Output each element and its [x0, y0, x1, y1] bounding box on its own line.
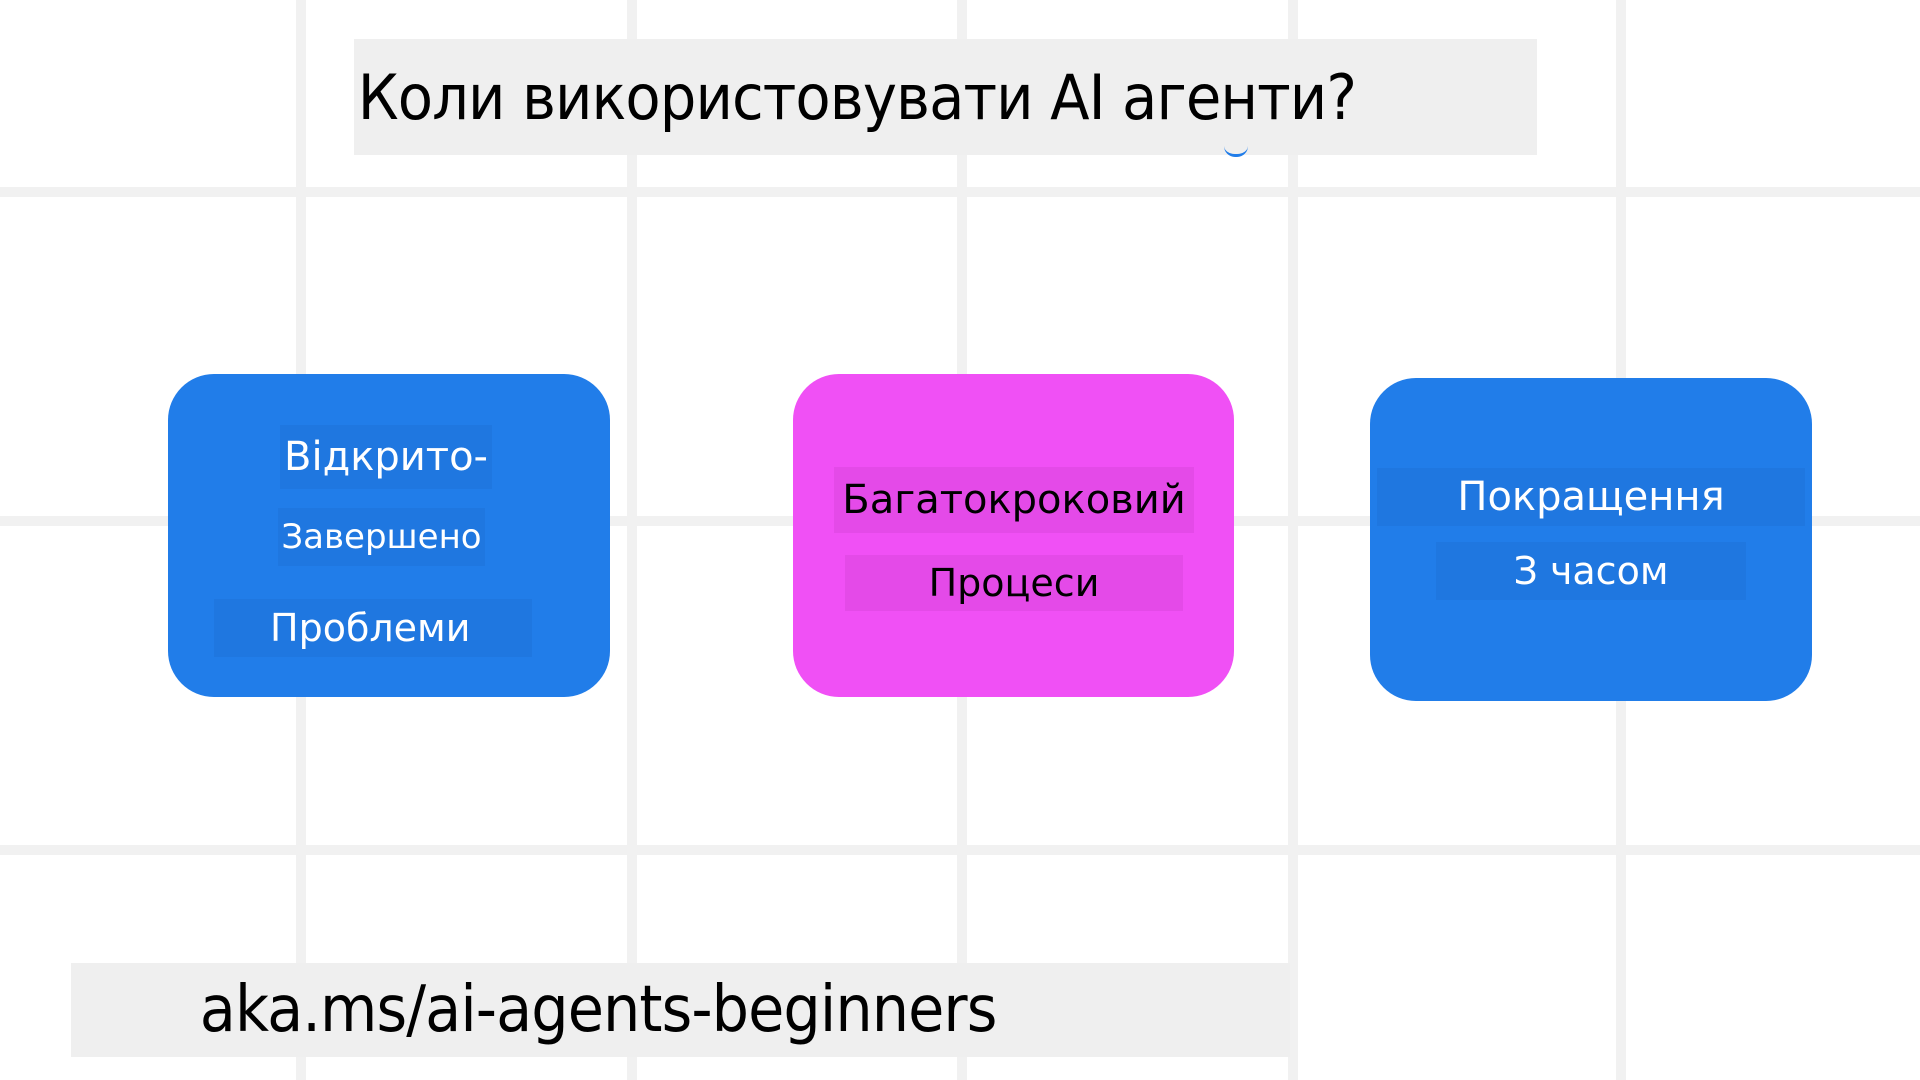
slide-title-box: Коли використовувати AI агенти? — [354, 39, 1537, 155]
grid-line — [0, 187, 1920, 197]
footer-link[interactable]: aka.ms/ai-agents-beginners — [199, 973, 998, 1047]
slide-title: Коли використовувати AI агенти? — [357, 60, 1357, 134]
grid-line — [1288, 0, 1298, 1080]
card-line: Процеси — [845, 555, 1183, 611]
decorative-arc — [1224, 146, 1248, 157]
card-improve-over-time: Покращення З часом — [1370, 378, 1812, 701]
card-line: Завершено — [278, 508, 485, 566]
grid-line — [0, 845, 1920, 855]
card-line: Відкрито- — [280, 425, 492, 489]
grid-line — [627, 0, 637, 1080]
card-line: Покращення — [1377, 468, 1805, 526]
card-line: Проблеми — [214, 599, 532, 657]
card-line: Багатокроковий — [834, 467, 1194, 533]
card-multi-step-processes: Багатокроковий Процеси — [793, 374, 1234, 697]
footer-link-box: aka.ms/ai-agents-beginners — [71, 963, 1290, 1057]
card-open-ended-problems: Відкрито- Завершено Проблеми — [168, 374, 610, 697]
card-line: З часом — [1436, 542, 1746, 600]
card-line-text: Проблеми — [270, 606, 471, 650]
